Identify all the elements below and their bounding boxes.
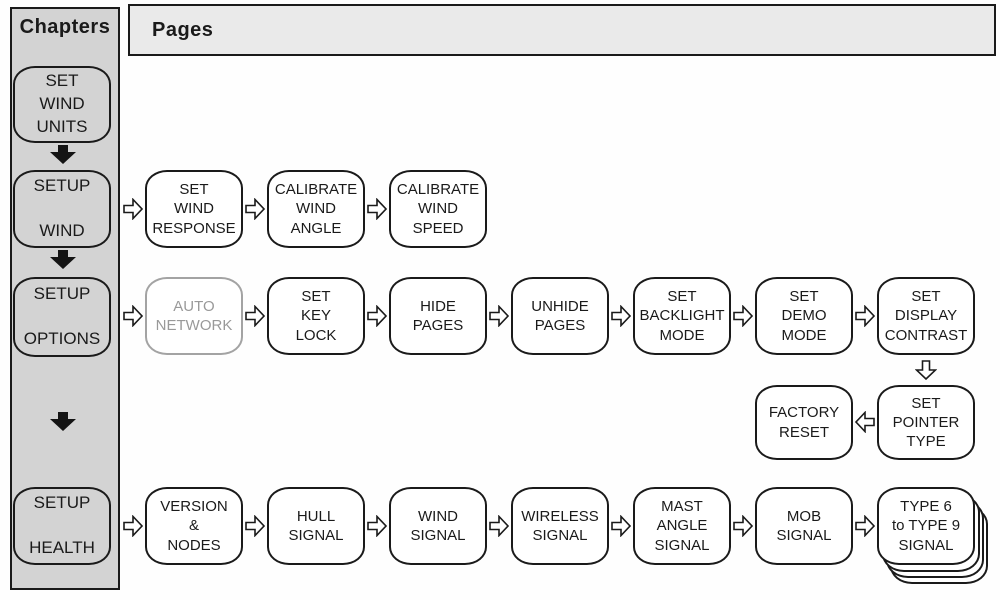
- chapter-setup-wind: SETUP WIND: [13, 170, 111, 248]
- flow-right-arrow-icon: [489, 304, 510, 328]
- chapter-setup-health: SETUP HEALTH: [13, 487, 111, 565]
- page-label: SET BACKLIGHT MODE: [639, 288, 725, 344]
- page-label: AUTO NETWORK: [155, 297, 233, 334]
- page-label: MAST ANGLE SIGNAL: [654, 498, 710, 554]
- page-label: SET POINTER TYPE: [892, 394, 960, 451]
- page-hide-pages: HIDE PAGES: [389, 277, 487, 355]
- page-auto-network: AUTO NETWORK: [145, 277, 243, 355]
- page-wireless-signal: WIRELESS SIGNAL: [511, 487, 609, 565]
- page-label: HIDE PAGES: [412, 297, 464, 334]
- page-set-pointer-type: SET POINTER TYPE: [877, 385, 975, 460]
- flow-right-arrow-icon: [611, 304, 632, 328]
- page-type6-to-type9-signal: TYPE 6 to TYPE 9 SIGNAL: [877, 487, 975, 565]
- pages-header-bar: Pages: [128, 4, 996, 56]
- flow-right-arrow-icon: [611, 514, 632, 538]
- flow-right-arrow-icon: [855, 514, 876, 538]
- page-set-display-contrast: SET DISPLAY CONTRAST: [877, 277, 975, 355]
- page-factory-reset: FACTORY RESET: [755, 385, 853, 460]
- page-calibrate-wind-angle: CALIBRATE WIND ANGLE: [267, 170, 365, 248]
- flow-right-arrow-icon: [123, 197, 144, 221]
- flow-right-arrow-icon: [245, 514, 266, 538]
- flow-right-arrow-icon: [733, 304, 754, 328]
- page-calibrate-wind-speed: CALIBRATE WIND SPEED: [389, 170, 487, 248]
- page-label: SET DISPLAY CONTRAST: [884, 288, 968, 344]
- flow-right-arrow-icon: [733, 514, 754, 538]
- chapter-label: SETUP HEALTH: [29, 492, 95, 558]
- flow-right-arrow-icon: [367, 197, 388, 221]
- pages-heading: Pages: [152, 18, 214, 41]
- chapter-label: SET WIND UNITS: [36, 71, 88, 136]
- page-set-key-lock: SET KEY LOCK: [267, 277, 365, 355]
- flow-down-arrow-icon: [914, 360, 938, 381]
- page-label: UNHIDE PAGES: [531, 297, 589, 334]
- flow-right-arrow-icon: [367, 304, 388, 328]
- flow-right-arrow-icon: [855, 304, 876, 328]
- flow-right-arrow-icon: [245, 304, 266, 328]
- page-set-backlight-mode: SET BACKLIGHT MODE: [633, 277, 731, 355]
- chapters-heading: Chapters: [19, 16, 111, 38]
- flow-right-arrow-icon: [367, 514, 388, 538]
- flow-left-arrow-icon: [854, 410, 875, 434]
- page-label: SET WIND RESPONSE: [152, 181, 236, 237]
- chapter-down-arrow-icon: [50, 250, 76, 270]
- page-label: MOB SIGNAL: [776, 507, 832, 544]
- flow-right-arrow-icon: [489, 514, 510, 538]
- chapter-down-arrow-icon: [50, 145, 76, 165]
- page-version-and-nodes: VERSION & NODES: [145, 487, 243, 565]
- page-label: WIRELESS SIGNAL: [521, 507, 599, 544]
- page-label: WIND SIGNAL: [410, 507, 466, 544]
- chapter-label: SETUP WIND: [33, 175, 91, 241]
- chapter-down-arrow-icon: [50, 412, 76, 432]
- chapter-set-wind-units: SET WIND UNITS: [13, 66, 111, 143]
- page-label: VERSION & NODES: [160, 498, 228, 554]
- page-mast-angle-signal: MAST ANGLE SIGNAL: [633, 487, 731, 565]
- flow-right-arrow-icon: [245, 197, 266, 221]
- page-label: SET KEY LOCK: [295, 288, 337, 344]
- page-label: TYPE 6 to TYPE 9 SIGNAL: [891, 498, 961, 554]
- page-label: FACTORY RESET: [768, 404, 840, 441]
- page-label: CALIBRATE WIND SPEED: [396, 181, 480, 237]
- chapter-label: SETUP OPTIONS: [23, 283, 101, 349]
- page-label: HULL SIGNAL: [288, 507, 344, 544]
- page-set-wind-response: SET WIND RESPONSE: [145, 170, 243, 248]
- page-mob-signal: MOB SIGNAL: [755, 487, 853, 565]
- page-unhide-pages: UNHIDE PAGES: [511, 277, 609, 355]
- page-wind-signal: WIND SIGNAL: [389, 487, 487, 565]
- page-hull-signal: HULL SIGNAL: [267, 487, 365, 565]
- flow-right-arrow-icon: [123, 304, 144, 328]
- page-label: SET DEMO MODE: [781, 288, 827, 344]
- page-label: CALIBRATE WIND ANGLE: [274, 181, 358, 237]
- flow-right-arrow-icon: [123, 514, 144, 538]
- page-set-demo-mode: SET DEMO MODE: [755, 277, 853, 355]
- chapter-setup-options: SETUP OPTIONS: [13, 277, 111, 357]
